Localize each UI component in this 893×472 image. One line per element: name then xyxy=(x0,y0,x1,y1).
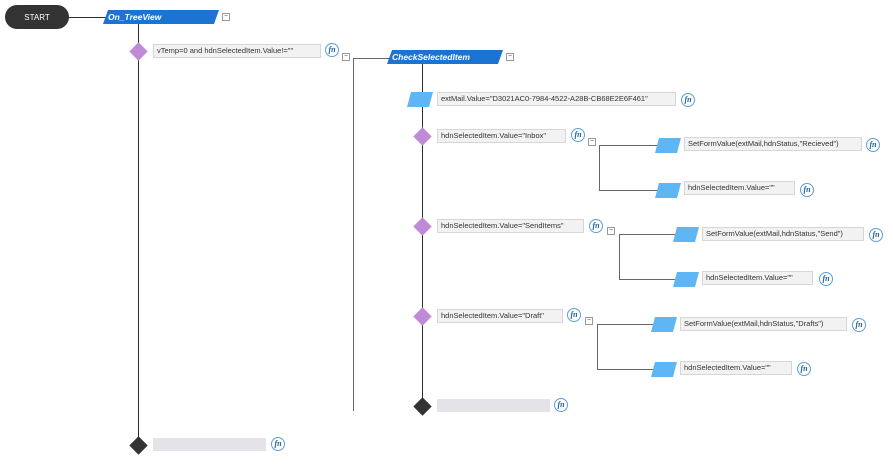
condition-senditems[interactable]: hdnSelectedItem.Value="SendItems" xyxy=(437,219,584,233)
collapse-toggle-vtemp[interactable]: − xyxy=(342,53,350,61)
condition-diamond-inbox[interactable] xyxy=(413,127,432,146)
action-parallelogram-draft-clear[interactable] xyxy=(651,362,677,377)
action-parallelogram-send-set[interactable] xyxy=(673,227,699,242)
branch-send-bottom xyxy=(619,279,677,280)
connector-start-event xyxy=(69,17,109,18)
fn-icon[interactable]: fn xyxy=(866,138,880,152)
collapse-toggle-draft[interactable]: − xyxy=(585,317,593,325)
action-parallelogram-inbox-clear[interactable] xyxy=(655,183,681,198)
condition-vtemp[interactable]: vTemp=0 and hdnSelectedItem.Value!="" xyxy=(153,44,321,58)
fn-icon[interactable]: fn xyxy=(589,219,603,233)
branch-line-vtemp xyxy=(353,58,354,411)
condition-inbox[interactable]: hdnSelectedItem.Value="Inbox" xyxy=(437,129,566,143)
condition-diamond-senditems[interactable] xyxy=(413,217,432,236)
action-draft-set[interactable]: SetFormValue(extMail,hdnStatus,"Drafts") xyxy=(680,317,847,331)
action-send-set[interactable]: SetFormValue(extMail,hdnStatus,"Send") xyxy=(702,227,864,241)
fn-icon[interactable]: fn xyxy=(567,308,581,322)
fn-icon[interactable]: fn xyxy=(554,398,568,412)
condition-diamond-draft[interactable] xyxy=(413,307,432,326)
action-parallelogram-send-clear[interactable] xyxy=(673,272,699,287)
collapse-toggle-on-treeview[interactable]: − xyxy=(222,13,230,21)
action-parallelogram-inbox-set[interactable] xyxy=(655,138,681,153)
end-diamond-check-selected-item[interactable] xyxy=(413,397,432,416)
event-check-selected-item[interactable]: CheckSelectedItem xyxy=(387,50,503,64)
branch-connector-vtemp xyxy=(353,58,391,59)
branch-draft-top xyxy=(597,324,655,325)
action-parallelogram-extmail[interactable] xyxy=(407,92,433,107)
action-inbox-set[interactable]: SetFormValue(extMail,hdnStatus,"Recieved… xyxy=(684,137,862,151)
branch-send-top xyxy=(619,234,677,235)
fn-icon[interactable]: fn xyxy=(571,128,585,142)
fn-icon[interactable]: fn xyxy=(819,272,833,286)
fn-icon[interactable]: fn xyxy=(271,437,285,451)
fn-icon[interactable]: fn xyxy=(852,318,866,332)
collapse-toggle-inbox[interactable]: − xyxy=(588,138,596,146)
condition-diamond-vtemp[interactable] xyxy=(129,42,148,61)
branch-draft-bottom xyxy=(597,369,655,370)
branch-line-draft xyxy=(597,324,598,369)
fn-icon[interactable]: fn xyxy=(681,93,695,107)
action-send-clear[interactable]: hdnSelectedItem.Value="" xyxy=(702,271,813,285)
action-draft-clear[interactable]: hdnSelectedItem.Value="" xyxy=(680,361,792,375)
end-placeholder-check-selected-item[interactable] xyxy=(437,399,550,412)
main-flow-line xyxy=(138,24,139,446)
action-parallelogram-draft-set[interactable] xyxy=(651,317,677,332)
event-on-treeview[interactable]: On_TreeView xyxy=(103,10,219,24)
fn-icon[interactable]: fn xyxy=(869,228,883,242)
action-inbox-clear[interactable]: hdnSelectedItem.Value="" xyxy=(684,181,795,195)
fn-icon[interactable]: fn xyxy=(325,43,339,57)
collapse-toggle-check-selected-item[interactable]: − xyxy=(506,53,514,61)
end-diamond-on-treeview[interactable] xyxy=(129,436,148,455)
condition-draft[interactable]: hdnSelectedItem.Value="Draft" xyxy=(437,309,563,323)
branch-inbox-top xyxy=(599,145,659,146)
action-extmail[interactable]: extMail.Value="D3021AC0-7984-4522-A28B-C… xyxy=(437,92,676,106)
branch-line-inbox xyxy=(599,145,600,190)
collapse-toggle-senditems[interactable]: − xyxy=(607,227,615,235)
fn-icon[interactable]: fn xyxy=(797,362,811,376)
branch-line-send xyxy=(619,234,620,279)
start-node[interactable]: START xyxy=(5,5,69,29)
end-placeholder-on-treeview[interactable] xyxy=(153,438,266,451)
branch-inbox-bottom xyxy=(599,190,659,191)
fn-icon[interactable]: fn xyxy=(800,183,814,197)
